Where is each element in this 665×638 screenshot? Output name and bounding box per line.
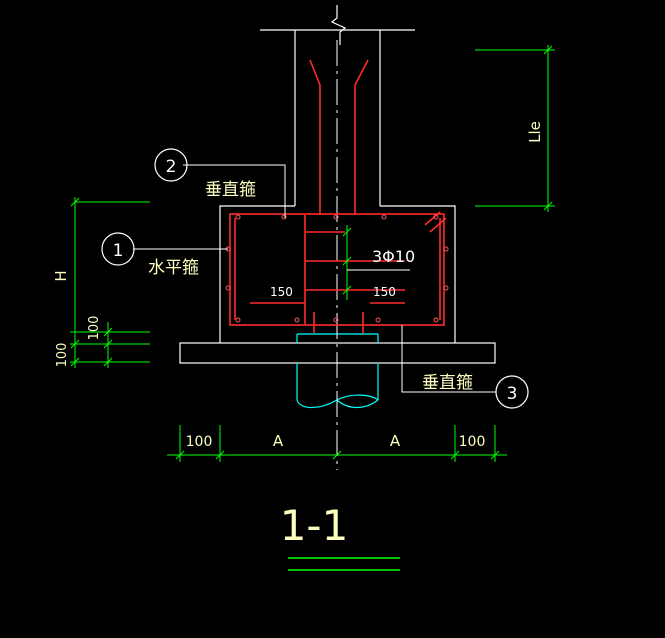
dimension-bottom-right-edge: 100 xyxy=(459,434,486,450)
dimension-bottom-a-right: A xyxy=(390,432,401,450)
callout-3: 3 xyxy=(495,375,529,409)
callout-1-label: 水平箍 xyxy=(148,258,199,278)
callout-2: 2 xyxy=(154,148,188,182)
column-outline xyxy=(260,5,415,206)
leader-lines xyxy=(133,164,496,393)
dimension-bottom xyxy=(167,425,507,462)
spacing-right-label: 150 xyxy=(373,285,396,299)
dimension-lle xyxy=(475,45,555,212)
dimension-cushion-top-label: 100 xyxy=(87,316,102,341)
callout-2-number: 2 xyxy=(166,157,177,177)
section-title: 1-1 xyxy=(280,501,349,550)
dimension-bottom-left-edge: 100 xyxy=(186,434,213,450)
dimension-height-label: H xyxy=(52,270,70,281)
section-title-underline xyxy=(288,557,400,571)
dimension-height xyxy=(70,197,150,368)
pile-cap-outline xyxy=(179,205,496,364)
rebar-dots xyxy=(225,214,449,323)
rebar-spacing-ticks xyxy=(342,225,352,300)
callout-3-label: 垂直箍 xyxy=(422,373,473,393)
dimension-bottom-a-left: A xyxy=(273,432,284,450)
callout-1: 1 xyxy=(101,232,135,266)
rebar-cage xyxy=(229,59,447,333)
rebar-spec-label: 3Φ10 xyxy=(372,247,415,266)
dimension-lle-label: Lle xyxy=(526,121,544,143)
callout-3-number: 3 xyxy=(507,384,518,404)
dimension-cushion-bottom-label: 100 xyxy=(55,343,70,368)
callout-1-number: 1 xyxy=(113,241,124,261)
callout-2-label: 垂直箍 xyxy=(205,180,256,200)
spacing-left-label: 150 xyxy=(270,285,293,299)
